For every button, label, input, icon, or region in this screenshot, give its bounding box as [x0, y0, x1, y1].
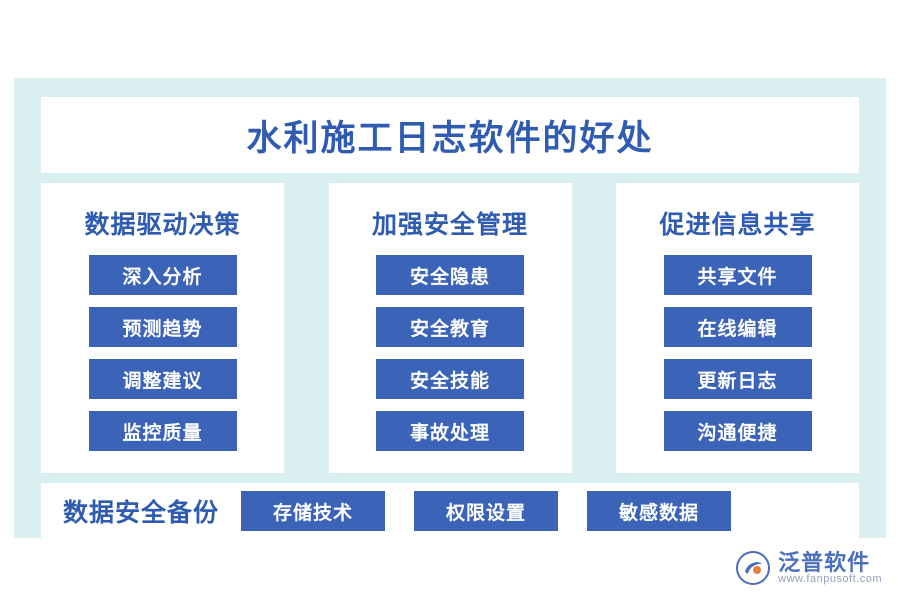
- column-safety-management: 加强安全管理 安全隐患 安全教育 安全技能 事故处理: [328, 183, 572, 473]
- brand-logo: 泛普软件 www.fanpusoft.com: [735, 550, 882, 586]
- chip-item[interactable]: 安全隐患: [376, 255, 524, 295]
- fanpu-logo-icon: [735, 550, 771, 586]
- column-heading: 促进信息共享: [659, 211, 816, 239]
- brand-name: 泛普软件: [778, 549, 871, 575]
- chip-item[interactable]: 在线编辑: [663, 307, 812, 347]
- column-heading: 数据驱动决策: [84, 211, 241, 239]
- page-title: 水利施工日志软件的好处: [246, 118, 654, 158]
- chip-item[interactable]: 敏感数据: [587, 491, 732, 531]
- chip-item[interactable]: 权限设置: [414, 491, 559, 531]
- brand-url: www.fanpusoft.com: [778, 572, 882, 585]
- chip-item[interactable]: 预测趋势: [88, 307, 237, 347]
- chip-item[interactable]: 共享文件: [663, 255, 812, 295]
- column-information-sharing: 促进信息共享 共享文件 在线编辑 更新日志 沟通便捷: [616, 183, 859, 473]
- bottom-bar-label: 数据安全备份: [63, 499, 220, 527]
- column-data-driven-decision: 数据驱动决策 深入分析 预测趋势 调整建议 监控质量: [41, 183, 284, 473]
- chip-item[interactable]: 安全技能: [376, 359, 524, 399]
- chip-item[interactable]: 存储技术: [241, 491, 386, 531]
- chip-item[interactable]: 沟通便捷: [663, 411, 812, 451]
- chip-item[interactable]: 深入分析: [88, 255, 237, 295]
- chip-item[interactable]: 监控质量: [88, 411, 237, 451]
- chip-item[interactable]: 调整建议: [88, 359, 237, 399]
- title-strip: 水利施工日志软件的好处: [41, 97, 859, 173]
- chip-item[interactable]: 更新日志: [663, 359, 812, 399]
- column-heading: 加强安全管理: [371, 211, 528, 239]
- bottom-bar: 数据安全备份 存储技术 权限设置 敏感数据: [41, 483, 859, 539]
- brand-logo-text: 泛普软件 www.fanpusoft.com: [778, 551, 882, 586]
- columns-container: 数据驱动决策 深入分析 预测趋势 调整建议 监控质量 加强安全管理 安全隐患 安…: [41, 183, 859, 473]
- chip-item[interactable]: 事故处理: [376, 411, 524, 451]
- chip-item[interactable]: 安全教育: [376, 307, 524, 347]
